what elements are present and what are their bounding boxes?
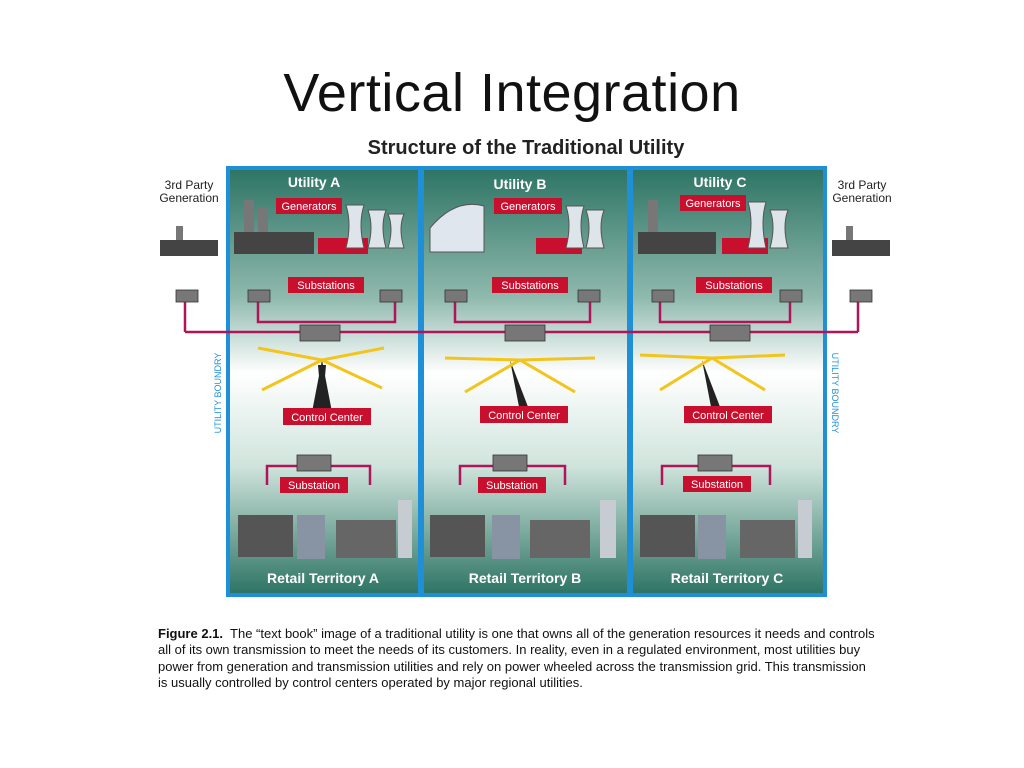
substation-c-label: Substation — [691, 479, 743, 491]
retail-territory-a: Retail Territory A — [267, 570, 379, 586]
retail-territory-c: Retail Territory C — [671, 570, 784, 586]
caption-label: Figure 2.1. — [158, 626, 224, 641]
red-label-boxes — [276, 195, 772, 493]
substation-a-label: Substation — [288, 480, 340, 492]
substations-b-label: Substations — [501, 280, 559, 292]
utility-b-name: Utility B — [494, 176, 547, 192]
caption-text: The “text book” image of a traditional u… — [158, 626, 875, 690]
slide-title: Vertical Integration — [283, 63, 741, 123]
retail-buildings — [238, 500, 812, 559]
generators-c-label: Generators — [685, 198, 741, 210]
utility-a-name: Utility A — [288, 174, 340, 190]
substations-a-label: Substations — [297, 280, 355, 292]
figure-caption: Figure 2.1. The “text book” image of a t… — [158, 626, 878, 691]
utility-boundary-left: UTILITY BOUNDRY — [213, 353, 223, 434]
control-center-c-label: Control Center — [692, 410, 764, 422]
third-party-right-line1: 3rd Party — [838, 178, 887, 192]
utility-boundary-right: UTILITY BOUNDRY — [830, 353, 840, 434]
utility-c-name: Utility C — [694, 174, 747, 190]
generators-b-label: Generators — [500, 201, 556, 213]
substation-tower-icons — [175, 289, 873, 472]
generators-a-icon — [234, 200, 405, 254]
third-party-plant-left-icon — [160, 226, 218, 256]
generators-a-label: Generators — [281, 201, 337, 213]
figure-title: Structure of the Traditional Utility — [367, 137, 685, 159]
retail-territory-b: Retail Territory B — [469, 570, 582, 586]
substation-b-label: Substation — [486, 480, 538, 492]
generators-b-icon — [429, 203, 605, 254]
generators-c-icon — [638, 200, 789, 254]
substations-c-label: Substations — [705, 280, 763, 292]
third-party-left-line1: 3rd Party — [165, 178, 214, 192]
control-center-a-label: Control Center — [291, 412, 363, 424]
third-party-plant-right-icon — [832, 226, 890, 256]
control-center-b-label: Control Center — [488, 410, 560, 422]
third-party-left-line2: Generation — [159, 191, 218, 205]
third-party-right-line2: Generation — [832, 191, 891, 205]
control-center-towers — [257, 346, 786, 412]
